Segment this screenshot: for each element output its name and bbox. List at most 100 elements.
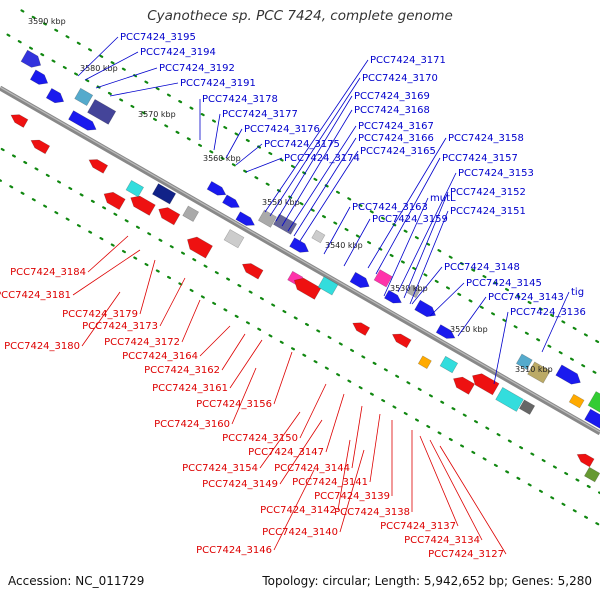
reverse-gene-label: PCC7424_3180 bbox=[4, 341, 80, 352]
reverse-gene-label: PCC7424_3138 bbox=[334, 507, 410, 518]
reverse-gene bbox=[103, 191, 126, 211]
reverse-gene bbox=[158, 207, 181, 226]
forward-gene bbox=[20, 49, 42, 68]
forward-gene bbox=[206, 180, 227, 196]
genome-backbone bbox=[0, 85, 600, 436]
reverse-gene bbox=[576, 453, 595, 468]
forward-gene-label: PCC7424_3143 bbox=[488, 292, 564, 303]
forward-gene-label-leader bbox=[367, 137, 447, 269]
reverse-gene-label: PCC7424_3140 bbox=[262, 527, 338, 538]
forward-gene-label: PCC7424_3148 bbox=[444, 262, 520, 273]
forward-gene-label: PCC7424_3171 bbox=[370, 55, 446, 66]
forward-gene-label-leader bbox=[95, 67, 158, 89]
forward-gene bbox=[289, 237, 309, 253]
forward-gene-label-leader bbox=[383, 197, 429, 297]
forward-gene-label-leader bbox=[541, 291, 570, 353]
reverse-gene bbox=[88, 159, 109, 174]
forward-gene bbox=[384, 289, 402, 304]
forward-gene-label: PCC7424_3158 bbox=[448, 133, 524, 144]
forward-gene-label: PCC7424_3145 bbox=[466, 278, 542, 289]
reverse-gene-label-leader bbox=[279, 419, 323, 485]
reverse-gene-label-leader bbox=[369, 413, 381, 483]
forward-gene bbox=[87, 98, 117, 125]
forward-gene-label-leader bbox=[235, 143, 263, 166]
forward-gene-label: PCC7424_3159 bbox=[372, 214, 448, 225]
scale-tick-label: 3570 kbp bbox=[138, 110, 176, 119]
reverse-gene bbox=[352, 322, 371, 336]
forward-gene-label-leader bbox=[343, 218, 371, 267]
forward-gene-label: PCC7424_3163 bbox=[352, 202, 428, 213]
forward-gene bbox=[349, 271, 370, 289]
forward-gene-label-leader bbox=[375, 157, 441, 275]
reverse-gene-label-leader bbox=[87, 235, 129, 273]
forward-gene-label: PCC7424_3194 bbox=[140, 47, 216, 58]
reverse-gene-label: PCC7424_3160 bbox=[154, 419, 230, 430]
reverse-gene-label-leader bbox=[221, 333, 246, 371]
forward-gene-label-leader bbox=[397, 172, 457, 293]
forward-gene-label: PCC7424_3151 bbox=[450, 206, 526, 217]
reverse-gene bbox=[317, 276, 339, 296]
reverse-gene-label-leader bbox=[159, 277, 186, 327]
scale-tick-label: 3530 kbp bbox=[390, 284, 428, 293]
forward-gene-label-leader bbox=[323, 206, 351, 255]
reverse-gene-label: PCC7424_3139 bbox=[314, 491, 390, 502]
forward-gene-label-leader bbox=[293, 137, 357, 237]
forward-gene-label: PCC7424_3168 bbox=[354, 105, 430, 116]
reverse-gene-label: PCC7424_3172 bbox=[104, 337, 180, 348]
reverse-gene bbox=[417, 355, 432, 370]
reverse-gene-label-leader bbox=[325, 393, 345, 453]
reverse-gene bbox=[151, 183, 177, 205]
forward-gene-label: PCC7424_3153 bbox=[458, 168, 534, 179]
forward-gene bbox=[527, 361, 551, 384]
forward-gene bbox=[257, 209, 277, 228]
forward-gene bbox=[311, 229, 326, 244]
reverse-gene-label: PCC7424_3146 bbox=[196, 545, 272, 556]
reverse-gene-label: PCC7424_3137 bbox=[380, 521, 456, 532]
forward-gene-label-leader bbox=[411, 266, 443, 305]
reverse-gene bbox=[453, 376, 476, 395]
accession-text: Accession: NC_011729 bbox=[8, 574, 145, 588]
forward-gene bbox=[29, 69, 49, 85]
forward-gene-label-leader bbox=[84, 51, 139, 81]
reverse-gene bbox=[518, 399, 536, 415]
reverse-gene bbox=[187, 236, 213, 259]
forward-gene bbox=[584, 408, 600, 429]
reverse-gene-label: PCC7424_3149 bbox=[202, 479, 278, 490]
reverse-gene-label-leader bbox=[439, 445, 507, 555]
scale-tick-label: 3560 kbp bbox=[203, 154, 241, 163]
reverse-gene bbox=[125, 179, 145, 198]
forward-gene-label: PCC7424_3157 bbox=[442, 153, 518, 164]
reverse-gene-label-leader bbox=[229, 339, 263, 389]
forward-gene bbox=[68, 110, 97, 131]
forward-gene bbox=[515, 353, 533, 370]
reverse-gene-label-leader bbox=[259, 411, 301, 469]
reverse-gene-label: PCC7424_3141 bbox=[292, 477, 368, 488]
scale-tick-label: 3580 kbp bbox=[80, 64, 118, 73]
reverse-gene-label: PCC7424_3127 bbox=[428, 549, 504, 560]
forward-gene-label-leader bbox=[287, 125, 357, 232]
reverse-gene bbox=[439, 355, 459, 374]
reverse-gene-label: PCC7424_3181 bbox=[0, 290, 71, 301]
reverse-gene-label: PCC7424_3147 bbox=[248, 447, 324, 458]
forward-gene bbox=[568, 393, 585, 409]
forward-gene-label-leader bbox=[245, 157, 283, 173]
reverse-gene-label: PCC7424_3162 bbox=[144, 365, 220, 376]
forward-gene bbox=[435, 324, 456, 339]
reverse-gene-label-leader bbox=[81, 291, 121, 347]
reverse-gene-label: PCC7424_3154 bbox=[182, 463, 258, 474]
forward-gene-label: PCC7424_3167 bbox=[358, 121, 434, 132]
scale-tick-label: 3520 kbp bbox=[450, 325, 488, 334]
reverse-gene-label-leader bbox=[199, 325, 231, 357]
forward-gene-label-leader bbox=[264, 59, 369, 213]
reverse-gene bbox=[10, 114, 29, 128]
scale-tick-label: 3550 kbp bbox=[262, 198, 300, 207]
forward-gene-label: PCC7424_3166 bbox=[358, 133, 434, 144]
genome-backbone-highlight bbox=[0, 86, 600, 433]
reverse-gene-label-leader bbox=[231, 367, 257, 425]
forward-gene-label: PCC7424_3174 bbox=[284, 153, 360, 164]
forward-gene-label-leader bbox=[409, 210, 449, 305]
reverse-gene-label: PCC7424_3156 bbox=[196, 399, 272, 410]
forward-gene-label-leader bbox=[403, 191, 449, 299]
reverse-gene bbox=[223, 229, 245, 249]
